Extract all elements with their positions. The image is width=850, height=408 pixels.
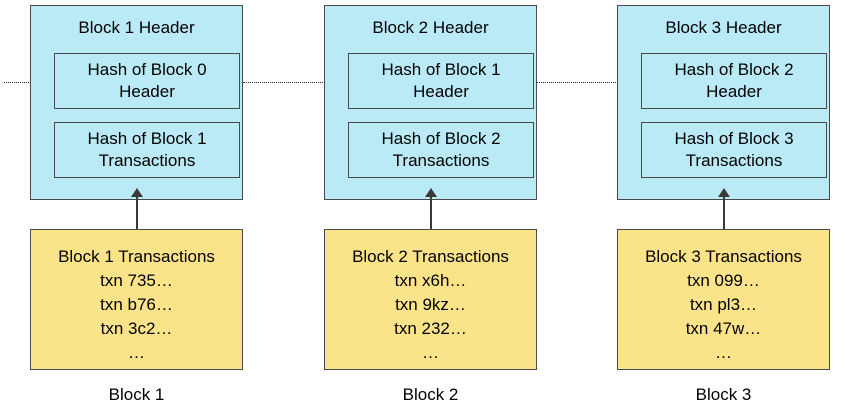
transactions-to-hash-arrow <box>131 188 143 230</box>
transaction-ellipsis: … <box>422 343 439 362</box>
block-label: Block 2 <box>402 385 459 404</box>
transaction-item: txn b76… <box>100 295 173 314</box>
block-header-box: Block 1 Header Hash of Block 0 Header Ha… <box>30 5 243 200</box>
transactions-title: Block 2 Transactions <box>352 247 509 266</box>
transactions-to-hash-arrow <box>425 188 437 230</box>
transaction-item: txn x6h… <box>394 271 467 290</box>
previous-header-hash-box: Hash of Block 1 Header <box>348 53 534 109</box>
block-header-title: Block 1 Header <box>78 18 195 37</box>
block-header-title: Block 3 Header <box>665 18 782 37</box>
block-1-column: Block 1 Header Hash of Block 0 Header Ha… <box>30 0 270 408</box>
block-header-title: Block 2 Header <box>372 18 489 37</box>
transaction-item: txn 47w… <box>685 319 762 338</box>
transaction-item: txn 9kz… <box>395 295 466 314</box>
block-label: Block 1 <box>108 385 165 404</box>
block-label: Block 3 <box>695 385 752 404</box>
transactions-to-hash-arrow <box>718 188 730 230</box>
transaction-item: txn 3c2… <box>100 319 173 338</box>
transactions-hash-box: Hash of Block 2 Transactions <box>348 122 534 178</box>
transactions-box: Block 1 Transactions txn 735… txn b76… t… <box>30 229 243 370</box>
transaction-item: txn pl3… <box>689 295 758 314</box>
transactions-title: Block 3 Transactions <box>645 247 802 266</box>
transaction-item: txn 099… <box>687 271 760 290</box>
previous-header-hash-box: Hash of Block 0 Header <box>54 53 240 109</box>
transaction-item: txn 735… <box>100 271 173 290</box>
transactions-hash-box: Hash of Block 1 Transactions <box>54 122 240 178</box>
transaction-ellipsis: … <box>715 343 732 362</box>
block-header-box: Block 3 Header Hash of Block 2 Header Ha… <box>617 5 830 200</box>
transactions-box: Block 2 Transactions txn x6h… txn 9kz… t… <box>324 229 537 370</box>
previous-header-hash-box: Hash of Block 2 Header <box>641 53 827 109</box>
transactions-box: Block 3 Transactions txn 099… txn pl3… t… <box>617 229 830 370</box>
transactions-hash-box: Hash of Block 3 Transactions <box>641 122 827 178</box>
block-header-box: Block 2 Header Hash of Block 1 Header Ha… <box>324 5 537 200</box>
transaction-item: txn 232… <box>394 319 467 338</box>
transaction-ellipsis: … <box>128 343 145 362</box>
transactions-title: Block 1 Transactions <box>58 247 215 266</box>
block-2-column: Block 2 Header Hash of Block 1 Header Ha… <box>324 0 564 408</box>
block-3-column: Block 3 Header Hash of Block 2 Header Ha… <box>617 0 850 408</box>
